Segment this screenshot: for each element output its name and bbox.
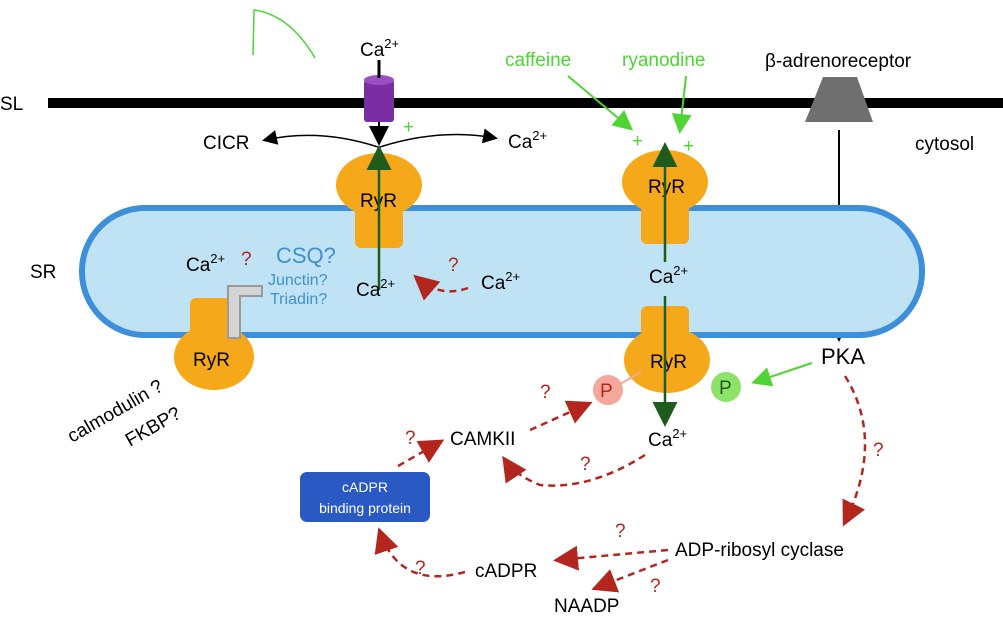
- question-bp-camkii: ?: [405, 428, 416, 449]
- pka-label: PKA: [821, 344, 865, 369]
- ca-top-label: Ca2+: [360, 36, 399, 61]
- ca-to-camkii-dashed: [502, 453, 646, 487]
- junctin-triadin-bracket: [227, 285, 263, 339]
- question-ca-camkii: ?: [580, 454, 591, 475]
- csq-label: CSQ?: [276, 243, 336, 268]
- svg-text:cADPR: cADPR: [342, 479, 388, 495]
- ca-sr-mid-label: Ca2+: [356, 276, 395, 301]
- svg-text:RyR: RyR: [648, 177, 685, 198]
- junctin-label: Junctin?: [268, 272, 328, 289]
- camkii-label: CAMKII: [450, 429, 515, 450]
- l-type-channel: [364, 75, 394, 122]
- svg-text:RyR: RyR: [650, 352, 687, 373]
- beta-receptor-label: β-adrenoreceptor: [765, 51, 912, 72]
- plus-caffeine: +: [632, 131, 643, 152]
- svg-text:binding protein: binding protein: [319, 500, 411, 516]
- ca-sr-left-label: Ca2+: [186, 251, 225, 276]
- calcium-transient-trace: [252, 9, 316, 59]
- question-cadpr-bp: ?: [415, 558, 426, 579]
- ryr-left-bottom: RyR: [174, 298, 254, 390]
- caffeine-label: caffeine: [505, 50, 571, 71]
- caffeine-arrow: [567, 75, 634, 131]
- cytosol-label: cytosol: [915, 134, 974, 155]
- ryanodine-label: ryanodine: [622, 50, 705, 71]
- question-pka: ?: [873, 440, 884, 461]
- sr-compartment: [79, 205, 925, 338]
- ca-right-top-label: Ca2+: [508, 128, 547, 153]
- phospho-camkii: [593, 375, 623, 405]
- triadin-label: Triadin?: [270, 291, 327, 308]
- question-camkii-p: ?: [540, 382, 551, 403]
- cadpr-binding-protein-box: cADPR binding protein: [300, 472, 430, 522]
- phospho-pka: [711, 372, 741, 402]
- sr-ca-dashed-arrow: [413, 274, 469, 301]
- plus-cicr: +: [403, 117, 414, 138]
- cicr-arrow-right: [379, 128, 498, 148]
- adp-cyclase-label: ADP-ribosyl cyclase: [675, 540, 844, 561]
- svg-text:P: P: [719, 378, 732, 399]
- naadp-label: NAADP: [554, 596, 619, 617]
- ca-bottom-label: Ca2+: [648, 426, 687, 451]
- plus-ryanodine: +: [683, 136, 694, 157]
- cadpr-to-bp-dashed: [374, 527, 466, 578]
- question-cyclase-cadpr: ?: [615, 521, 626, 542]
- cicr-label: CICR: [203, 133, 249, 154]
- cadpr-label: cADPR: [475, 561, 537, 582]
- cicr-arrow-left: [262, 130, 379, 148]
- beta-receptor-shape: [805, 77, 873, 122]
- ca-sr-right-label: Ca2+: [649, 263, 688, 288]
- pka-to-p-arrow: [751, 362, 813, 387]
- question-cyclase-naadp: ?: [650, 576, 661, 597]
- cyclase-to-cadpr-arrow: [553, 545, 669, 571]
- camkii-to-p-arrow: [529, 400, 593, 432]
- ca-sr-far-label: Ca2+: [481, 269, 520, 294]
- sr-label: SR: [30, 262, 56, 283]
- ryanodine-arrow: [671, 75, 692, 134]
- svg-text:P: P: [600, 381, 613, 402]
- bp-to-camkii-arrow: [397, 439, 445, 468]
- question-sr-mid: ?: [448, 255, 459, 276]
- question-ca-left: ?: [241, 249, 252, 270]
- cyclase-to-naadp-arrow: [591, 558, 669, 593]
- pka-to-cyclase-dashed: [842, 375, 867, 527]
- sl-label: SL: [0, 94, 23, 115]
- svg-text:RyR: RyR: [193, 350, 230, 371]
